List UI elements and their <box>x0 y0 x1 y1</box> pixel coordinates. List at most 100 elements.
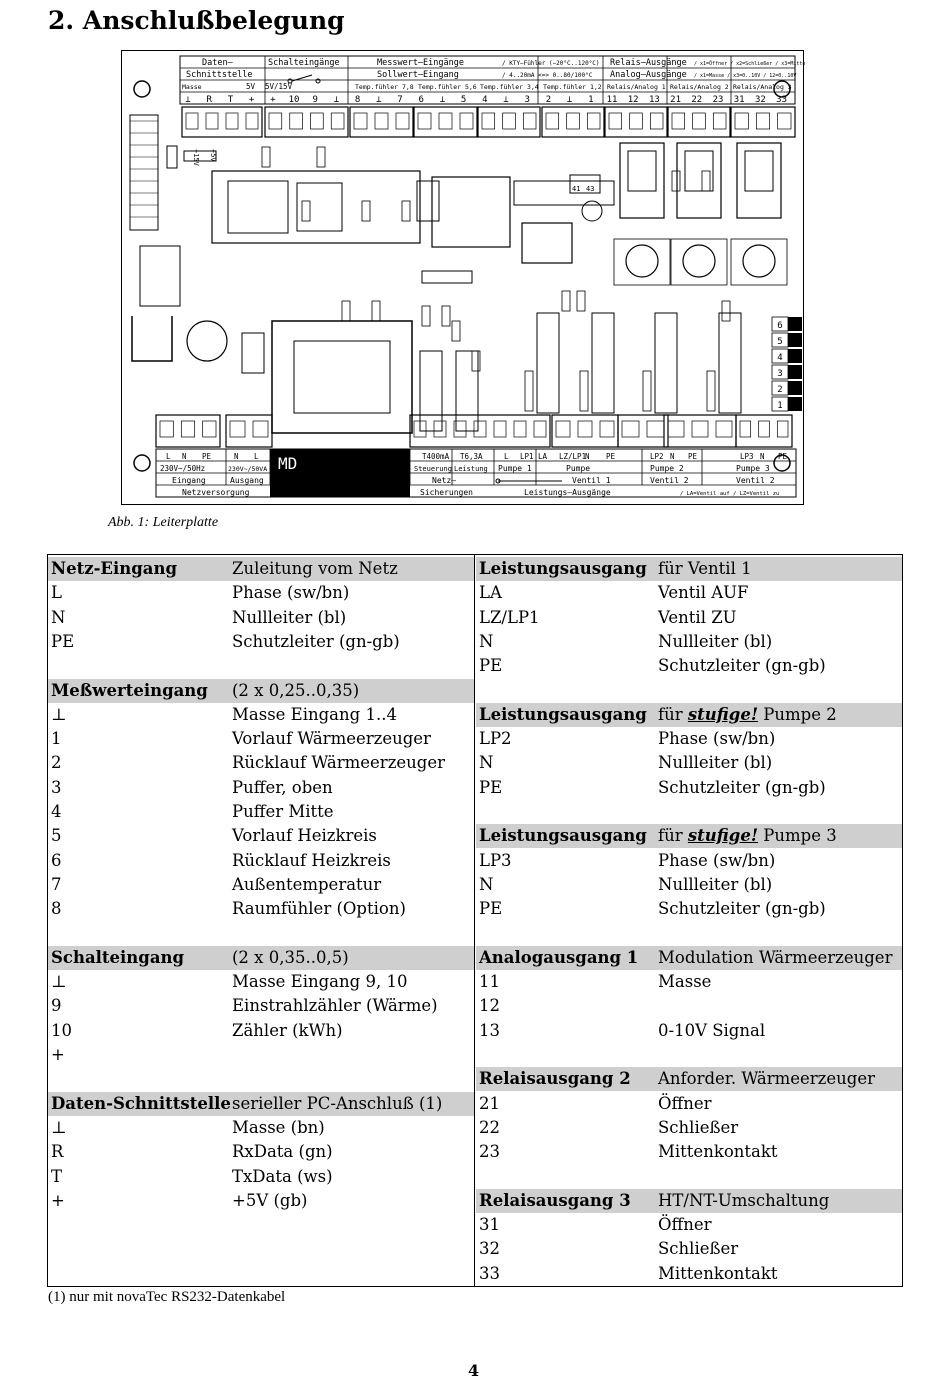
terminal-screw <box>395 112 410 130</box>
description-cell: Zuleitung vom Netz <box>232 559 398 578</box>
terminal-screw <box>180 420 196 438</box>
fuse <box>419 350 443 432</box>
terminal-screw <box>205 112 219 130</box>
mounting-hole <box>133 454 151 472</box>
transistor-row <box>513 180 615 206</box>
label-relais: Relais–Ausgänge <box>610 58 687 68</box>
terminal-cell: 6 <box>51 850 62 870</box>
bottom-terminal-label: N <box>670 452 675 461</box>
led-terminal-frame <box>771 396 789 412</box>
table-section-header: Schalteingang(2 x 0,35..0,5) <box>48 945 474 970</box>
terminal-screw <box>185 112 199 130</box>
label-ra2: Relais/Analog 2 <box>670 83 729 91</box>
relay-coil <box>744 150 774 192</box>
description-cell: Masse Eingang 9, 10 <box>232 972 408 992</box>
resistor <box>421 305 431 327</box>
label-daten: Daten– <box>202 58 234 68</box>
terminal-screw <box>755 112 771 130</box>
terminal-cell: 21 <box>479 1093 500 1113</box>
terminal-number: + <box>270 95 276 105</box>
description-cell: Schutzleiter (gn-gb) <box>658 899 826 919</box>
terminal-screw <box>202 420 217 438</box>
terminal-screw <box>667 420 685 438</box>
electrolytic-capacitor <box>186 320 228 362</box>
md-black-box <box>270 449 410 473</box>
terminal-screw <box>599 420 615 438</box>
terminal-screw <box>229 420 246 438</box>
resistor <box>261 146 271 168</box>
terminal-screw <box>739 420 752 438</box>
terminal-screw <box>649 112 664 130</box>
terminal-number: ⊥ <box>567 95 573 105</box>
bottom-terminal-label: N <box>760 452 765 461</box>
terminal-cell: LP2 <box>479 729 512 749</box>
terminal-block <box>181 106 263 138</box>
resistor <box>401 200 411 222</box>
terminal-block <box>551 414 619 448</box>
label-analog-range: / 4..20mA <=> 0..80/100°C <box>502 72 593 79</box>
terminal-screw <box>692 112 706 130</box>
terminal-cell: Leistungsausgang <box>479 559 647 578</box>
terminal-cell: N <box>479 874 494 894</box>
chip-label-41: 41 <box>572 185 580 193</box>
terminal-cell: LZ/LP1 <box>479 607 540 627</box>
label-ausgang: Ausgang <box>230 476 264 485</box>
table-section-header: Meßwerteingang(2 x 0,25..0,35) <box>48 678 474 703</box>
footnote: (1) nur mit novaTec RS232-Datenkabel <box>48 1289 286 1305</box>
led-terminal-frame <box>771 364 789 380</box>
heatsink <box>131 316 173 362</box>
terminal-cell: ⊥ <box>51 1117 67 1137</box>
relay <box>736 142 782 219</box>
bottom-terminal-label: LP2 <box>650 452 664 461</box>
capacitor <box>581 200 603 222</box>
terminal-screw <box>566 112 580 130</box>
terminal-block <box>155 414 221 448</box>
terminal-screw <box>438 112 453 130</box>
terminal-screw <box>776 420 789 438</box>
terminal-screw <box>555 420 571 438</box>
terminal-screw <box>533 420 547 438</box>
power-triac <box>591 312 615 414</box>
resistor <box>361 200 371 222</box>
terminal-screw <box>473 420 487 438</box>
terminal-number: 6 <box>418 95 423 105</box>
terminal-cell: 22 <box>479 1117 500 1137</box>
terminal-cell: 33 <box>479 1263 500 1283</box>
description-cell: Öffner <box>658 1093 712 1113</box>
terminal-cell: Daten-Schnittstelle <box>51 1093 231 1113</box>
terminal-block <box>667 106 731 138</box>
terminal-block <box>413 106 478 138</box>
component <box>521 222 573 264</box>
terminal-number: 21 <box>670 95 681 105</box>
description-cell: Vorlauf Wärmeerzeuger <box>232 729 431 749</box>
bottom-terminal-label: N <box>585 452 590 461</box>
terminal-number: 31 <box>734 95 745 105</box>
terminal-screw <box>459 112 474 130</box>
terminal-cell: 32 <box>479 1239 500 1259</box>
table-row: 21 Öffner <box>476 1092 902 1116</box>
terminal-cell: 7 <box>51 874 62 894</box>
resistor <box>721 300 731 322</box>
resistor <box>576 290 586 312</box>
chip <box>227 180 289 234</box>
description-cell: Mittenkontakt <box>658 1263 778 1283</box>
description-cell: Raumfühler (Option) <box>232 899 406 919</box>
mounting-hole <box>773 80 791 98</box>
bottom-terminal-label: L <box>254 452 259 461</box>
side-terminal-number: 6 <box>777 321 782 331</box>
bottom-terminal-label: L <box>504 452 509 461</box>
terminal-screw <box>481 112 496 130</box>
bottom-terminal-label: N <box>182 452 187 461</box>
description-cell: Puffer Mitte <box>232 802 334 821</box>
terminal-cell: 23 <box>479 1142 500 1162</box>
terminal-number: 1 <box>588 95 593 105</box>
terminal-cell: 3 <box>51 777 62 797</box>
